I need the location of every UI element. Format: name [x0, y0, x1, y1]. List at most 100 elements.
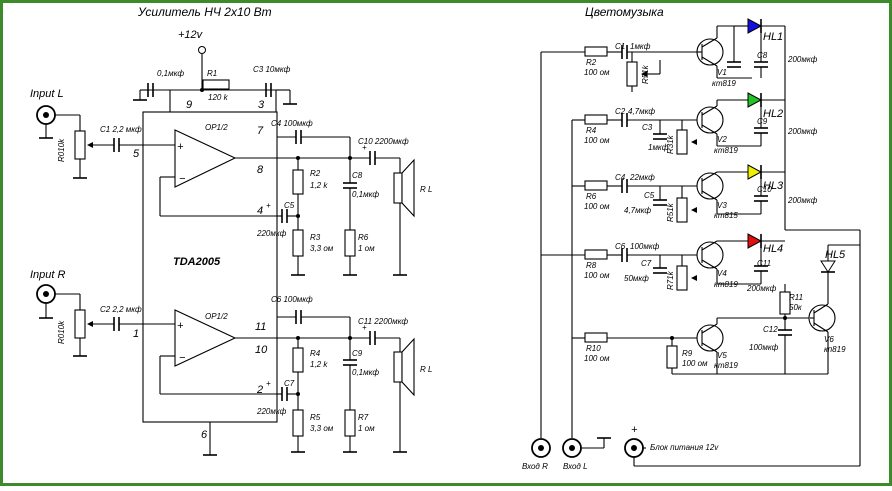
c5-plus: + [266, 201, 271, 210]
cm-r6-resistor [584, 180, 608, 191]
c-0-1-top-label: 0,1мкф [157, 69, 184, 78]
r4-resistor [292, 347, 304, 373]
opamp-2-label: OP1/2 [205, 312, 228, 321]
cm-r4-label: R4 [586, 126, 597, 135]
cm-c6-label: C6 [615, 242, 626, 251]
cm-c1-label: C1 [615, 42, 625, 51]
cm-r8-value: 100 ом [584, 271, 610, 280]
cm-v1-label: V1 [717, 68, 727, 77]
pot-l-label: R010k [57, 138, 66, 162]
cm-pot2-label: R31k [666, 134, 675, 154]
c7-plus: + [266, 379, 271, 388]
c8-label: C8 [352, 171, 363, 180]
cm-c9-value: 200мкф [787, 127, 818, 136]
c5-label: C5 [284, 201, 295, 210]
r6-value: 1 ом [358, 244, 375, 253]
pin-8-label: 8 [257, 164, 264, 176]
amplifier-circuit: TDA2005 +12v 0,1мкф R1 120 k C3 10мкф 9 … [30, 29, 432, 456]
cm-v2-label: V2 [717, 135, 727, 144]
cm-c2-label: C2 [615, 107, 626, 116]
c3-label: C3 10мкф [253, 65, 291, 74]
hl1-label: HL1 [763, 31, 783, 43]
r7-value: 1 ом [358, 424, 375, 433]
opamp-2-minus: − [179, 352, 186, 364]
cm-v1-value: кт819 [712, 79, 736, 88]
hl4-label: HL4 [763, 243, 783, 255]
pin-11-label: 11 [255, 321, 266, 333]
cm-r9-value: 100 ом [682, 359, 708, 368]
pin-1-label: 1 [133, 328, 139, 340]
r7-resistor [344, 409, 356, 437]
cm-c2-value: 4,7мкф [628, 107, 655, 116]
cm-c10-value: 200мкф [787, 196, 818, 205]
cm-c12-label: C12 [763, 325, 778, 334]
cm-r2-label: R2 [586, 58, 597, 67]
cm-v4-label: V4 [717, 269, 727, 278]
cm-r4-resistor [584, 114, 608, 125]
cm-c1-value: 1мкф [630, 42, 651, 51]
r3-label: R3 [310, 233, 321, 242]
hl5-led [820, 260, 836, 273]
cm-c10-label: C10 [757, 185, 772, 194]
pin-3-label: 3 [258, 99, 265, 111]
r6-label: R6 [358, 233, 369, 242]
cm-v2-transistor [696, 106, 724, 134]
c7-value: 220мкф [256, 407, 287, 416]
hl2-led [747, 92, 763, 108]
cm-c8-value: 200мкф [787, 55, 818, 64]
cm-r11-value: 50к [789, 303, 803, 312]
cm-r2-resistor [584, 46, 608, 57]
cm-v6-value: кп819 [824, 345, 846, 354]
input-r-label: Input R [30, 269, 66, 281]
cm-r8-resistor [584, 249, 608, 260]
cm-v5-transistor [696, 324, 724, 352]
opamp-1-minus: − [179, 173, 186, 185]
cm-c4-label: C4 [615, 173, 626, 182]
cm-c8-label: C8 [757, 51, 768, 60]
cm-c7-value: 50мкф [624, 274, 649, 283]
r2-value: 1,2 k [310, 181, 328, 190]
speaker-r-cone [401, 337, 415, 397]
c4-label: C4 100мкф [271, 119, 313, 128]
cm-v2-value: кт819 [714, 146, 738, 155]
opamp-1-label: OP1/2 [205, 123, 228, 132]
cm-pot4-label: R71k [666, 270, 675, 290]
r4-value: 1,2 k [310, 360, 328, 369]
cm-input-l-label: Вход L [563, 462, 588, 471]
opamp-1-plus: + [177, 141, 184, 153]
c7-label: C7 [284, 379, 295, 388]
cm-r2-value: 100 ом [584, 68, 610, 77]
c8-value: 0,1мкф [352, 190, 379, 199]
colormusic-title: Цветомузыка [585, 5, 664, 19]
opamp-1 [174, 129, 237, 188]
speaker-l-label: R L [420, 185, 432, 194]
speaker-l-body [393, 172, 403, 204]
cm-pot3-label: R51k [666, 202, 675, 222]
r1-value: 120 k [208, 93, 229, 102]
pot-r [74, 309, 86, 339]
r2-resistor [292, 169, 304, 195]
pin-10-label: 10 [255, 344, 268, 356]
cm-c5-label: C5 [644, 191, 655, 200]
r5-label: R5 [310, 413, 321, 422]
cm-v4-transistor [696, 241, 724, 269]
c11-plus: + [362, 323, 367, 332]
r1-resistor [202, 79, 230, 90]
r1-label: R1 [207, 69, 217, 78]
cm-c6-value: 100мкф [630, 242, 660, 251]
cm-r10-label: R10 [586, 344, 601, 353]
r3-resistor [292, 229, 304, 257]
r3-value: 3,3 ом [310, 244, 334, 253]
cm-c9-label: C9 [757, 117, 768, 126]
supply-label: +12v [178, 29, 204, 41]
r5-value: 3,3 ом [310, 424, 334, 433]
r6-resistor [344, 229, 356, 257]
cm-c5-value: 4,7мкф [624, 206, 651, 215]
cm-v5-value: кт819 [714, 361, 738, 370]
cm-r10-value: 100 ом [584, 354, 610, 363]
power-label: Блок питания 12v [650, 443, 719, 452]
cm-input-r-label: Вход R [522, 462, 548, 471]
pin-6-label: 6 [201, 429, 208, 441]
